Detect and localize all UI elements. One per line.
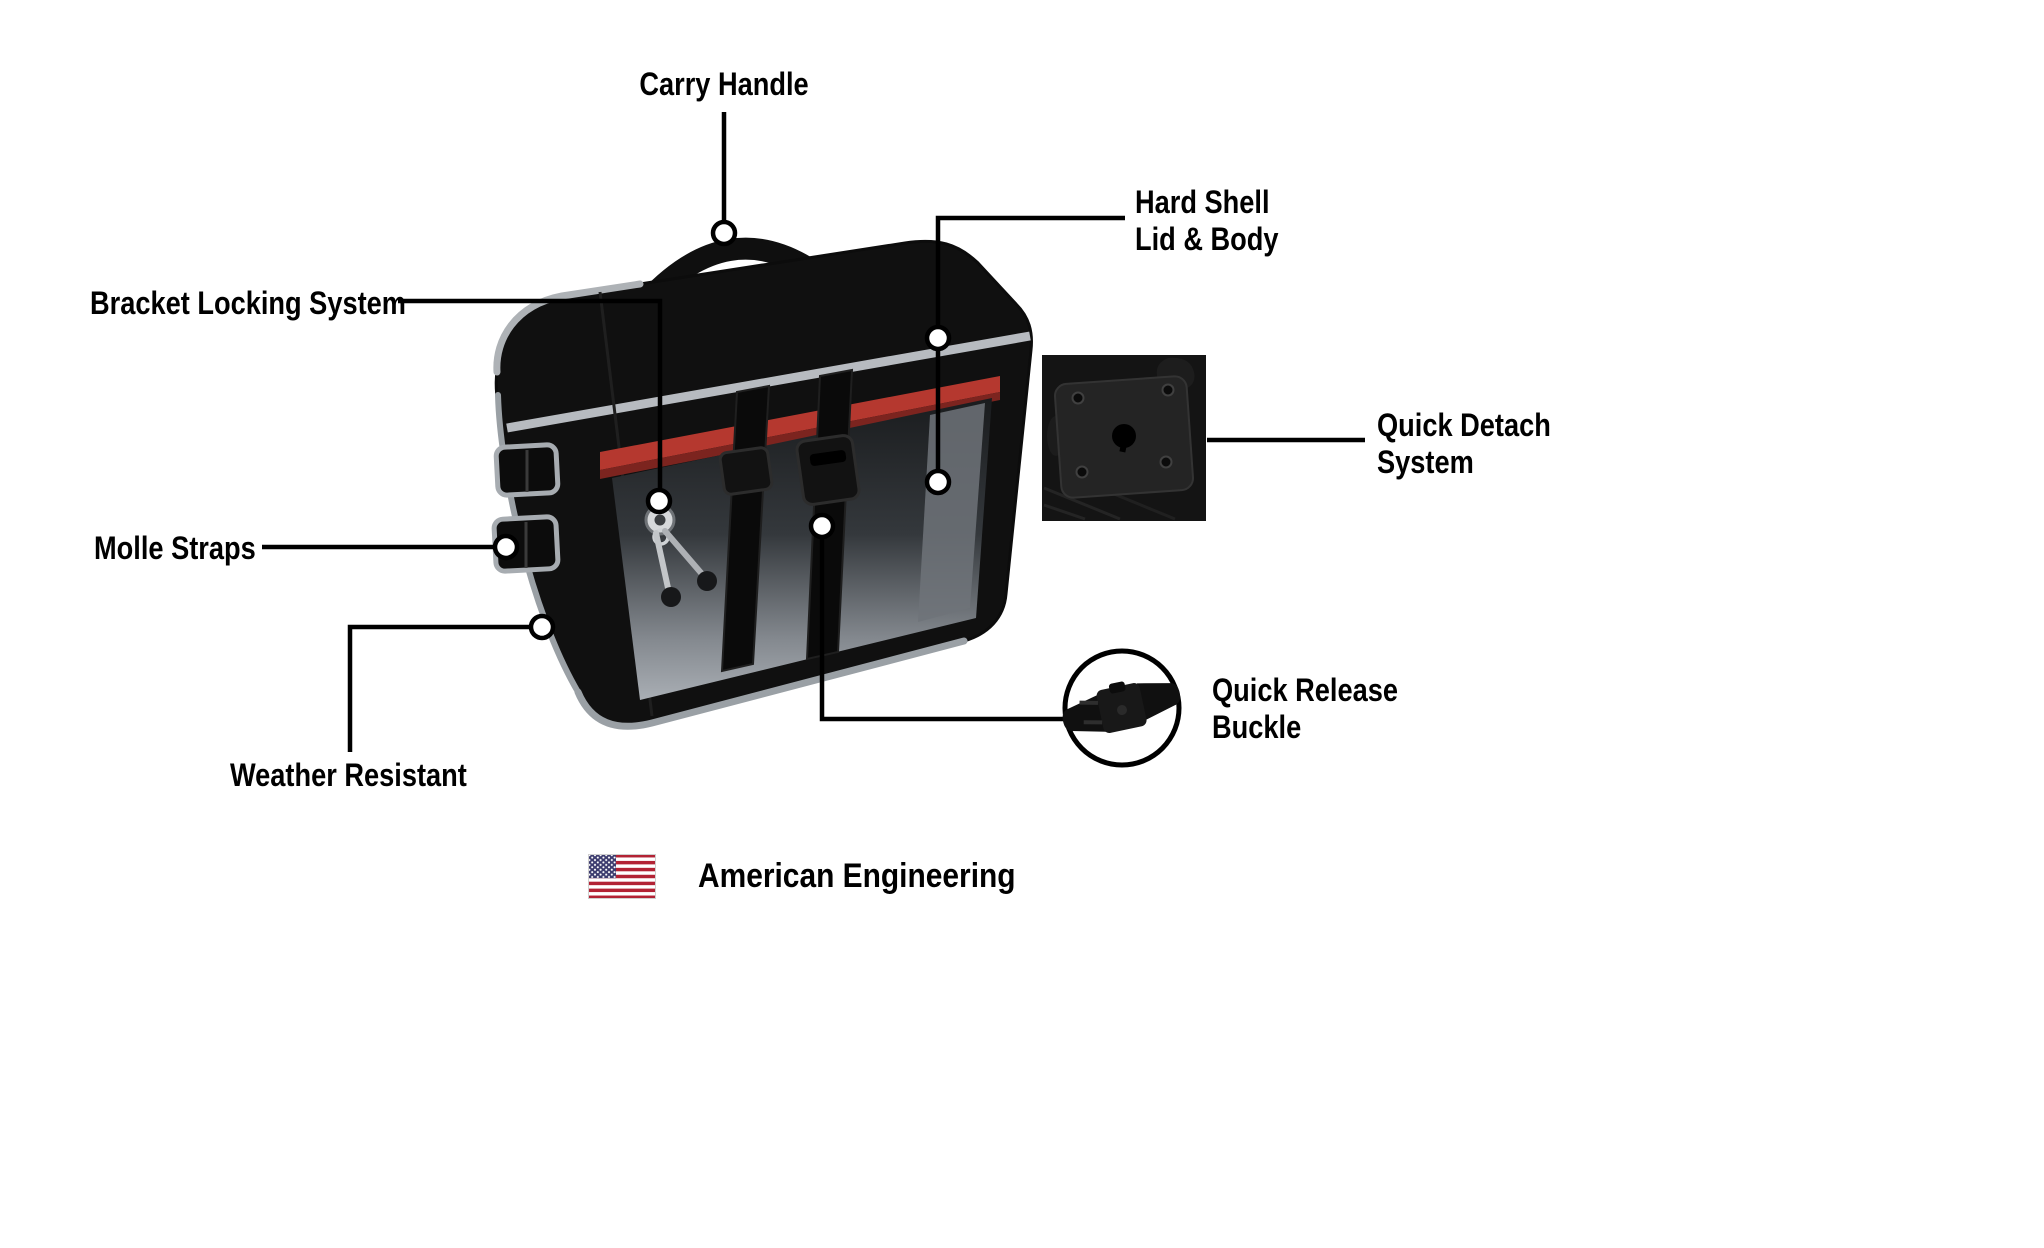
callout-lines bbox=[262, 112, 1365, 752]
quick-detach-inset-image bbox=[1042, 355, 1206, 521]
red-stripe-shadow bbox=[600, 392, 1000, 479]
footer-text: American Engineering bbox=[698, 857, 1016, 895]
piping-bottom bbox=[574, 637, 968, 730]
footer: American Engineering bbox=[588, 854, 1059, 899]
callout-marker-hard-shell-body bbox=[924, 468, 952, 496]
callout-label-molle-straps: Molle Straps bbox=[94, 530, 256, 566]
callout-marker-weather-resistant bbox=[528, 613, 556, 641]
callout-line-hard-shell bbox=[935, 215, 1125, 482]
callout-label-hard-shell: Hard Shell Lid & Body bbox=[1135, 184, 1279, 258]
lock-and-keys bbox=[644, 504, 717, 607]
callout-label-quick-detach: Quick Detach System bbox=[1377, 407, 1551, 481]
quick-release-buckle-inset bbox=[1062, 648, 1182, 768]
quick-release-line2: Buckle bbox=[1212, 709, 1302, 745]
front-buckle-slot bbox=[809, 450, 847, 466]
callout-label-weather-resistant: Weather Resistant bbox=[230, 757, 467, 793]
callout-marker-carry-handle bbox=[710, 219, 738, 247]
front-window bbox=[612, 398, 992, 700]
callout-marker-quick-release bbox=[808, 512, 836, 540]
callout-line-quick-release bbox=[819, 537, 1066, 722]
quick-detach-line2: System bbox=[1377, 444, 1474, 480]
quick-detach-line1: Quick Detach bbox=[1377, 407, 1551, 443]
callout-line-bracket-locking bbox=[398, 298, 663, 500]
callout-label-bracket-locking: Bracket Locking System bbox=[90, 285, 406, 321]
hard-shell-line1: Hard Shell bbox=[1135, 184, 1270, 220]
molle-straps-shape bbox=[491, 442, 561, 574]
callout-markers bbox=[492, 219, 952, 641]
us-flag-icon bbox=[588, 854, 656, 899]
callout-line-weather-resistant bbox=[347, 624, 531, 752]
red-stripe bbox=[600, 376, 1000, 470]
saddlebag-illustration bbox=[491, 237, 1033, 730]
callout-marker-molle-straps bbox=[492, 533, 520, 561]
lid-edge-line bbox=[506, 331, 1031, 433]
callout-label-carry-handle: Carry Handle bbox=[639, 66, 809, 102]
hard-shell-line2: Lid & Body bbox=[1135, 221, 1279, 257]
strap-slider bbox=[718, 446, 774, 496]
interior-right-panel bbox=[918, 403, 985, 622]
front-buckle bbox=[795, 434, 861, 506]
quick-release-line1: Quick Release bbox=[1212, 672, 1398, 708]
callout-marker-hard-shell-lid bbox=[924, 324, 952, 352]
callout-marker-bracket-locking bbox=[645, 487, 673, 515]
callout-label-quick-release: Quick Release Buckle bbox=[1212, 672, 1398, 746]
piping-top-left bbox=[493, 280, 644, 376]
